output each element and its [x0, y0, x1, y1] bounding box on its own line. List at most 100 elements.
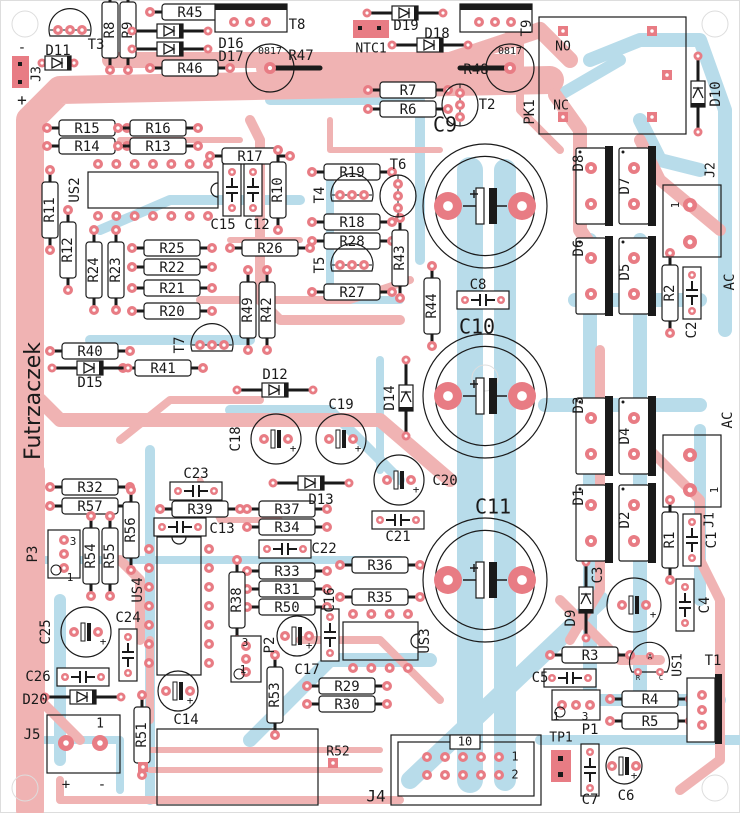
drill-hole [311, 388, 315, 392]
drill-hole [458, 91, 462, 95]
drill-hole [48, 504, 52, 508]
drill-hole [108, 68, 112, 72]
drill-hole [245, 525, 249, 529]
drill-hole [588, 291, 594, 297]
drill-hole [390, 220, 394, 224]
resistor-label: R1 [662, 532, 678, 549]
electrolytic-c25: + C25 [38, 606, 112, 658]
drill-hole [588, 255, 594, 261]
electrolytic-label: C25 [38, 619, 54, 644]
bridge-diode-d2: D2 [617, 483, 656, 563]
drill-hole [210, 343, 214, 347]
drill-hole [430, 344, 434, 348]
drill-hole [441, 11, 445, 15]
thermistor-ntc1: NTC1 [353, 20, 389, 57]
diode-label: D10 [708, 81, 724, 106]
capacitor-label: C1 [704, 532, 720, 549]
resistor-label: R43 [392, 245, 408, 270]
pin-label: 1 [553, 710, 560, 723]
pin-label: A [648, 653, 653, 661]
transistor-t4: T4 [312, 173, 374, 203]
drill-hole [48, 168, 52, 172]
drill-hole [126, 671, 130, 675]
drill-hole [560, 703, 564, 707]
drill-hole [169, 162, 174, 166]
drill-hole [45, 144, 49, 148]
drill-hole [574, 703, 578, 707]
drill-hole [586, 676, 590, 680]
drill-hole [63, 675, 67, 679]
drill-hole [396, 194, 400, 198]
resistor-r25: R25 [127, 239, 217, 257]
transistor-label: T2 [479, 97, 496, 113]
diode-d17: D17 [127, 41, 244, 65]
resistor-label: R41 [150, 361, 175, 377]
drill-hole [210, 265, 214, 269]
resistor-label: R44 [424, 293, 440, 318]
drill-hole [48, 485, 52, 489]
relay-label: NO [555, 40, 571, 55]
drill-hole [188, 689, 192, 693]
drill-hole [206, 214, 210, 218]
drill-hole [443, 391, 453, 401]
drill-hole [687, 452, 693, 458]
resistor-label: R36 [367, 558, 392, 574]
polarity-mark: + [187, 694, 194, 707]
drill-hole [128, 349, 132, 353]
drill-hole [92, 228, 96, 232]
drill-hole [207, 604, 211, 608]
drill-hole [687, 239, 693, 245]
ic-label: US4 [130, 577, 146, 602]
resistor-r22: R22 [127, 258, 217, 276]
bridge-diode-label: D3 [571, 397, 587, 414]
mounting-hole-icon [11, 10, 39, 38]
pin-label: 3 [242, 636, 249, 649]
electrolytic-c19: +C19 [315, 397, 367, 465]
mounting-hole-icon [11, 774, 39, 802]
drill-hole [208, 154, 212, 158]
drill-hole [631, 291, 637, 297]
drill-hole [338, 263, 342, 267]
ac-label: AC [720, 412, 736, 429]
trimmer-label: R48 [463, 62, 488, 78]
drill-hole [310, 290, 314, 294]
drill-hole [196, 126, 200, 130]
resistor-label: R53 [267, 682, 283, 707]
resistor-label: R18 [339, 215, 364, 231]
capacitor-c2: C2 [682, 266, 702, 338]
capacitor-label: C16 [322, 587, 338, 612]
resistor-r49: R49 [239, 265, 257, 355]
resistor-r3: R3 [545, 646, 635, 664]
drill-hole [350, 263, 354, 267]
drill-hole [114, 308, 118, 312]
diode-d9: D9 [563, 557, 594, 643]
drill-hole [206, 29, 210, 33]
drill-hole [396, 182, 400, 186]
drill-hole [443, 755, 447, 759]
transistor-t8: T8 [214, 3, 305, 33]
drill-hole [631, 451, 637, 457]
drill-hole [588, 165, 594, 171]
drill-hole [310, 170, 314, 174]
drill-hole [232, 20, 236, 24]
drill-hole [507, 65, 513, 71]
electrolytic-c3: +C3 [590, 567, 662, 633]
polarity-mark: + [100, 635, 107, 648]
drill-hole [446, 107, 450, 111]
diode-d19: D19 [362, 5, 448, 34]
drill-hole [206, 47, 210, 51]
drill-hole [132, 214, 137, 218]
mounting-hole-icon [471, 364, 499, 392]
pin-label: R [636, 674, 641, 682]
capacitor-label: C22 [311, 541, 336, 557]
resistor-r33: R33 [242, 562, 332, 580]
drill-hole [222, 343, 226, 347]
diode-label: D20 [22, 692, 47, 708]
resistor-r37: R37 [242, 500, 332, 518]
